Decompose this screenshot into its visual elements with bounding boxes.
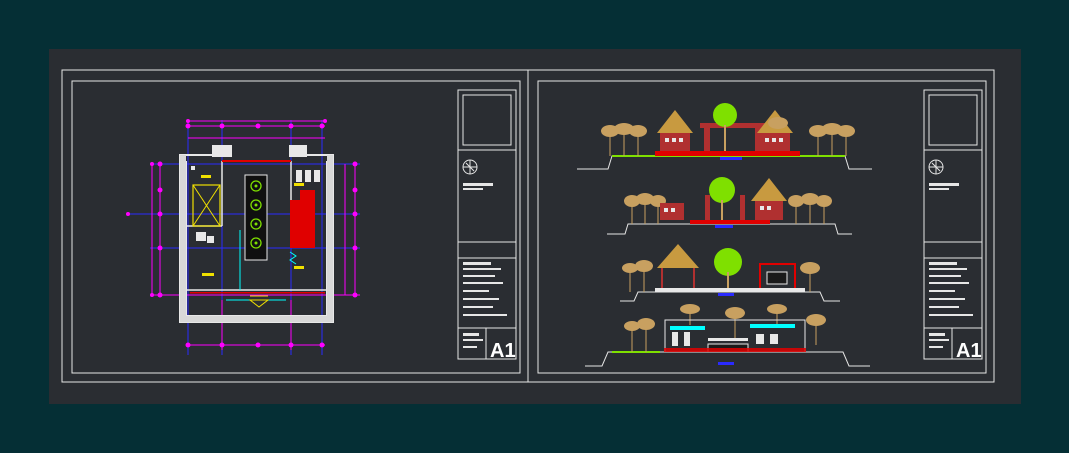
sheet-elevations-inner-border bbox=[537, 80, 987, 374]
sheet-elevations-number: A1 bbox=[956, 340, 982, 362]
tree-group-left bbox=[601, 123, 647, 156]
title-block-plan-text bbox=[463, 183, 507, 348]
floor-plan bbox=[126, 119, 360, 355]
sheet-plan-inner-border bbox=[71, 80, 521, 374]
north-arrow-icon bbox=[462, 159, 478, 175]
elevation-3 bbox=[620, 244, 840, 302]
elevation-4 bbox=[585, 304, 870, 367]
sheet-elevations-outer-border bbox=[527, 69, 995, 383]
title-block-elevations-text bbox=[929, 183, 973, 348]
elevation-2 bbox=[607, 177, 852, 235]
sheet-elevations bbox=[527, 69, 995, 383]
sheet-plan-number: A1 bbox=[490, 340, 516, 362]
elevation-1 bbox=[577, 103, 872, 170]
title-block-elevations bbox=[923, 89, 983, 360]
north-arrow-icon bbox=[928, 159, 944, 175]
title-block-plan bbox=[457, 89, 517, 360]
